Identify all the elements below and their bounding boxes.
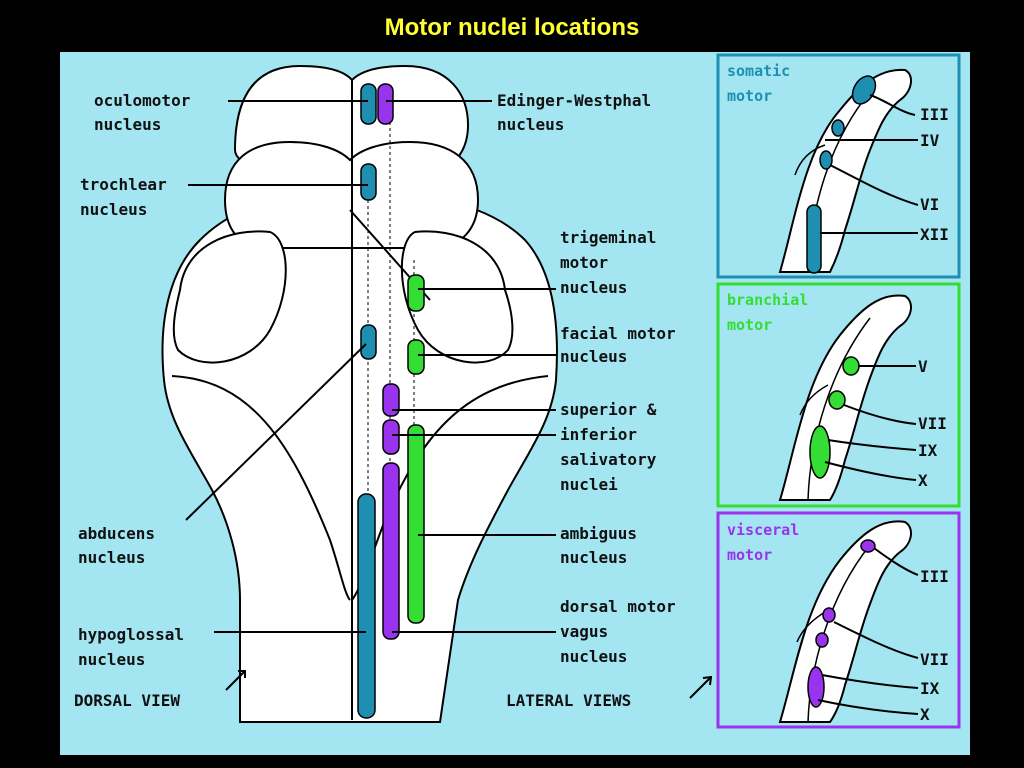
ambiguus-label-line1: ambiguus: [560, 524, 637, 543]
branchial-nerve-vii: VII: [918, 414, 947, 433]
lateral-views-caption: LATERAL VIEWS: [506, 691, 631, 710]
dorsal-vagus-label-line1: dorsal motor: [560, 597, 676, 616]
trigeminal-label-line2: motor: [560, 253, 608, 272]
trigeminal-label-line3: nucleus: [560, 278, 627, 297]
trochlear-nucleus-shape: [360, 163, 377, 201]
dorsal-view-caption: DORSAL VIEW: [74, 691, 180, 710]
visceral-motor-panel: visceral motor III VII IX X: [716, 511, 961, 729]
facial-label-line1: facial motor: [560, 324, 676, 343]
dorsal-vagus-label-line2: vagus: [560, 622, 608, 641]
superior-salivatory-shape: [382, 383, 400, 417]
facial-label-line2: nucleus: [560, 347, 627, 366]
salivatory-label-line1: superior &: [560, 400, 657, 419]
trigeminal-label-line1: trigeminal: [560, 228, 656, 247]
abducens-label-line2: nucleus: [78, 548, 145, 567]
branchial-nerve-x: X: [918, 471, 928, 490]
edinger-westphal-nucleus-shape: [377, 83, 394, 125]
visceral-nerve-vii: VII: [920, 650, 949, 669]
branchial-title-line1: branchial: [727, 291, 808, 309]
nuclei-columns: [357, 83, 425, 719]
brainstem-outline: [161, 64, 558, 723]
branchial-nerve-v: V: [918, 357, 928, 376]
salivatory-label-line2: inferior: [560, 425, 637, 444]
branchial-nerve-ix: IX: [918, 441, 938, 460]
branchial-title-line2: motor: [727, 316, 772, 334]
dorsal-vagus-label-line3: nucleus: [560, 647, 627, 666]
inferior-salivatory-shape: [382, 419, 400, 455]
trochlear-label-line1: trochlear: [80, 175, 167, 194]
somatic-nerve-vi: VI: [920, 195, 939, 214]
oculomotor-label-line2: nucleus: [94, 115, 161, 134]
facial-nucleus-shape: [407, 339, 425, 375]
edinger-westphal-label-line1: Edinger-Westphal: [497, 91, 651, 110]
visceral-nerve-iii: III: [920, 567, 949, 586]
hypoglossal-label-line1: hypoglossal: [78, 625, 184, 644]
hypoglossal-label-line2: nucleus: [78, 650, 145, 669]
somatic-nerve-iii: III: [920, 105, 949, 124]
salivatory-label-line3: salivatory: [560, 450, 657, 469]
somatic-title-line2: motor: [727, 87, 772, 105]
oculomotor-nucleus-shape: [360, 83, 377, 125]
dorsal-vagus-nucleus-shape: [382, 462, 400, 640]
trochlear-label-line2: nucleus: [80, 200, 147, 219]
abducens-label-line1: abducens: [78, 524, 155, 543]
visceral-nerve-ix: IX: [920, 679, 940, 698]
salivatory-label-line4: nuclei: [560, 475, 618, 494]
visceral-title-line1: visceral: [727, 521, 799, 539]
somatic-nerve-iv: IV: [920, 131, 940, 150]
ambiguus-nucleus-shape: [407, 424, 425, 624]
visceral-title-line2: motor: [727, 546, 772, 564]
leader-lines: [185, 100, 713, 699]
somatic-motor-panel: somatic motor III IV VI XII: [716, 53, 961, 279]
edinger-westphal-label-line2: nucleus: [497, 115, 564, 134]
oculomotor-label-line1: oculomotor: [94, 91, 190, 110]
branchial-motor-panel: branchial motor V VII IX X: [716, 282, 961, 508]
visceral-nerve-x: X: [920, 705, 930, 724]
trigeminal-nucleus-shape: [407, 274, 425, 312]
abducens-nucleus-shape: [360, 324, 377, 360]
somatic-title-line1: somatic: [727, 62, 790, 80]
somatic-nerve-xii: XII: [920, 225, 949, 244]
slide-title: Motor nuclei locations: [384, 14, 640, 41]
hypoglossal-nucleus-shape: [357, 493, 376, 719]
ambiguus-label-line2: nucleus: [560, 548, 627, 567]
